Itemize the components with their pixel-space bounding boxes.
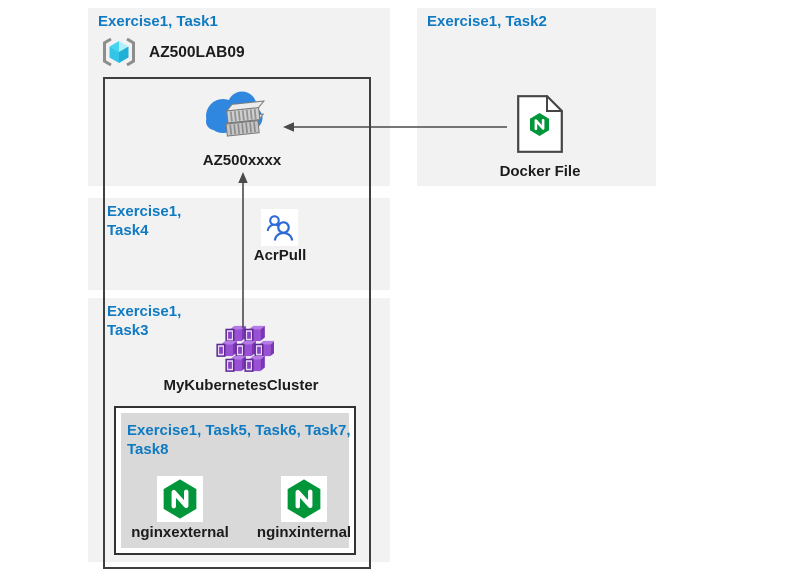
panel-task3: Exercise1, Task3 MyKubernetesCluster Exe… bbox=[88, 298, 390, 562]
nginx-external-label: nginxexternal bbox=[131, 524, 229, 541]
container-registry-icon bbox=[198, 85, 278, 151]
panel-task2: Exercise1, Task2 Docker File bbox=[417, 8, 656, 186]
nginx-icon bbox=[281, 476, 327, 522]
task3-title: Exercise1, Task3 bbox=[107, 303, 182, 339]
pods-box: Exercise1, Task5, Task6, Task7, Task8 ng… bbox=[114, 406, 356, 555]
task4-title: Exercise1, Task4 bbox=[107, 203, 182, 239]
registry-scope-box bbox=[103, 77, 371, 569]
registry-label: AZ500xxxx bbox=[202, 152, 282, 169]
nginx-icon bbox=[157, 476, 203, 522]
pods-title: Exercise1, Task5, Task6, Task7, Task8 bbox=[127, 422, 351, 458]
kubernetes-cluster-label: MyKubernetesCluster bbox=[163, 377, 319, 394]
panel-task4: Exercise1, Task4 AcrPull bbox=[88, 198, 390, 290]
nginx-dockerfile-icon bbox=[517, 95, 563, 153]
task2-title: Exercise1, Task2 bbox=[427, 13, 547, 30]
role-people-icon bbox=[261, 209, 298, 246]
acrpull-label: AcrPull bbox=[253, 247, 307, 264]
resource-group-label: AZ500LAB09 bbox=[149, 44, 245, 61]
resource-group-icon bbox=[101, 36, 137, 68]
nginx-internal-label: nginxinternal bbox=[256, 524, 352, 541]
docker-file-label: Docker File bbox=[499, 163, 581, 180]
task1-title: Exercise1, Task1 bbox=[98, 13, 218, 30]
panel-task1: Exercise1, Task1 AZ500LAB09 bbox=[88, 8, 390, 186]
